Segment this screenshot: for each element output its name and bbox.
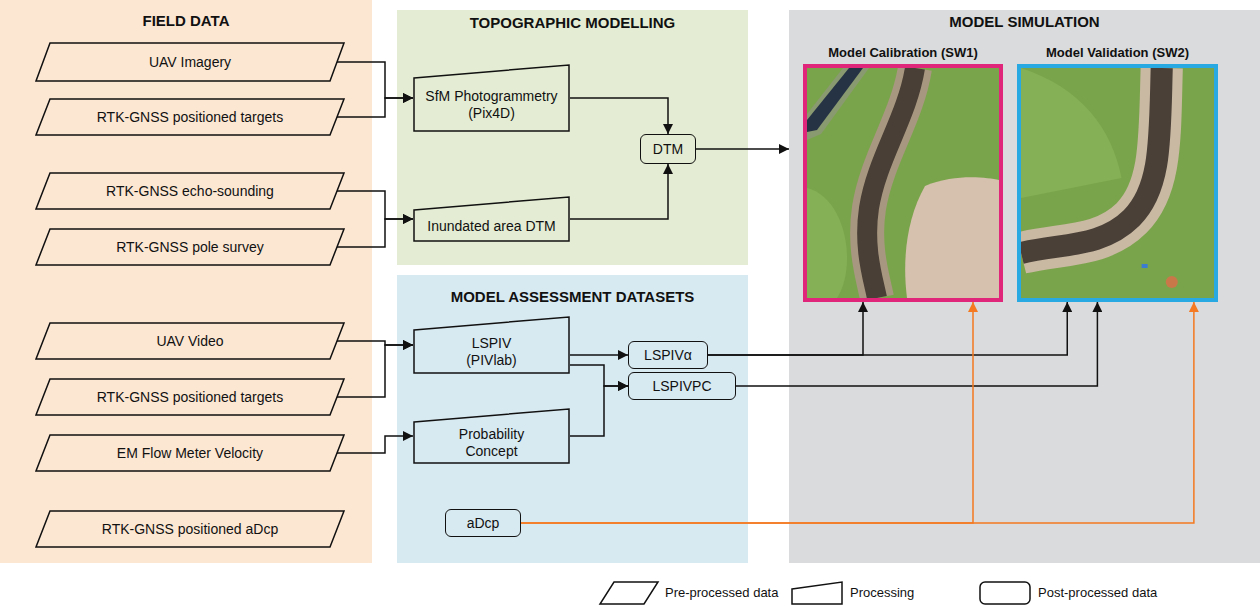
legend-label: Pre-processed data bbox=[665, 584, 778, 602]
gravel-bar bbox=[905, 177, 999, 298]
input-data-box: RTK-GNSS echo-sounding bbox=[35, 172, 345, 210]
shape-outline bbox=[36, 99, 344, 135]
processing-box: Inundated area DTM bbox=[413, 196, 570, 242]
site-image: Model Validation (SW2) bbox=[1017, 44, 1218, 302]
box-label: aDcp bbox=[467, 515, 500, 532]
trapezoid-symbol bbox=[792, 582, 842, 604]
legend-label: Post-processed data bbox=[1038, 584, 1157, 602]
output-data-box: LSPIVPC bbox=[628, 372, 736, 400]
box-label: LSPIV (PIVlab) bbox=[452, 335, 532, 369]
site-image: Model Calibration (SW1) bbox=[803, 44, 1003, 302]
box-label: Probability Concept bbox=[437, 426, 547, 460]
grass bbox=[807, 68, 999, 298]
channel-bank bbox=[807, 68, 869, 140]
equipment bbox=[1142, 264, 1148, 268]
section-panel: LSPIV (PIVlab) LSPIVαLSPIVPC Probability C… bbox=[397, 275, 748, 563]
box-label: RTK-GNSS echo-sounding bbox=[106, 183, 274, 200]
river bbox=[867, 68, 915, 298]
shape-outline bbox=[36, 323, 344, 359]
marker-target bbox=[1166, 276, 1178, 288]
shape-outline bbox=[414, 317, 569, 373]
box-label: LSPIVPC bbox=[652, 378, 711, 395]
aerial-photo bbox=[807, 68, 999, 298]
river-bank bbox=[867, 68, 915, 298]
panel-title: TOPOGRAPHIC MODELLING bbox=[397, 14, 748, 32]
legend-label: Processing bbox=[850, 584, 914, 602]
connector bbox=[696, 148, 789, 150]
grass bbox=[807, 188, 847, 298]
box-label: EM Flow Meter Velocity bbox=[117, 445, 263, 462]
output-data-box: aDcp bbox=[445, 509, 521, 537]
shape-outline bbox=[36, 435, 344, 471]
image-frame bbox=[803, 64, 1003, 302]
input-data-box: RTK-GNSS pole survey bbox=[35, 228, 345, 266]
section-panel: SfM Photogrammetry (Pix4D) Inundated area… bbox=[397, 10, 748, 265]
processing-box: Probability Concept bbox=[413, 408, 570, 464]
panel-title: MODEL SIMULATION bbox=[789, 13, 1260, 31]
aerial-photo bbox=[1021, 68, 1214, 298]
box-label: RTK-GNSS pole survey bbox=[116, 239, 264, 256]
box-label: DTM bbox=[653, 141, 683, 158]
shape-outline bbox=[36, 173, 344, 209]
input-data-box: RTK-GNSS positioned targets bbox=[35, 378, 345, 416]
river-bank bbox=[1021, 68, 1162, 253]
connector bbox=[570, 354, 628, 356]
channel bbox=[807, 68, 863, 132]
grass bbox=[1021, 68, 1214, 298]
processing-box: LSPIV (PIVlab) bbox=[413, 316, 570, 374]
box-label: Inundated area DTM bbox=[427, 218, 555, 235]
section-panel: Model Calibration (SW1) Model Validation… bbox=[789, 10, 1260, 563]
parallelogram-symbol bbox=[600, 582, 658, 604]
box-label: RTK-GNSS positioned aDcp bbox=[102, 521, 278, 538]
panel-title: FIELD DATA bbox=[0, 12, 372, 30]
image-heading: Model Validation (SW2) bbox=[1017, 44, 1218, 62]
input-data-box: UAV Imagery bbox=[35, 42, 345, 82]
image-frame bbox=[1017, 64, 1218, 302]
input-data-box: UAV Video bbox=[35, 322, 345, 360]
panel-title: MODEL ASSESSMENT DATASETS bbox=[397, 288, 748, 306]
image-heading: Model Calibration (SW1) bbox=[803, 44, 1003, 62]
input-data-box: RTK-GNSS positioned targets bbox=[35, 98, 345, 136]
box-label: RTK-GNSS positioned targets bbox=[97, 109, 284, 126]
shape-outline bbox=[414, 197, 569, 241]
box-label: RTK-GNSS positioned targets bbox=[97, 389, 284, 406]
box-label: LSPIVα bbox=[644, 347, 692, 364]
shape-outline bbox=[36, 379, 344, 415]
shape-outline bbox=[36, 229, 344, 265]
shape-outline bbox=[414, 409, 569, 463]
input-data-box: RTK-GNSS positioned aDcp bbox=[35, 510, 345, 548]
box-label: UAV Imagery bbox=[149, 54, 231, 71]
grass bbox=[1021, 68, 1122, 198]
shape-outline bbox=[36, 511, 344, 547]
section-panel: UAV ImageryRTK-GNSS positioned targetsRT… bbox=[0, 0, 372, 563]
box-label: SfM Photogrammetry (Pix4D) bbox=[419, 88, 564, 122]
input-data-box: EM Flow Meter Velocity bbox=[35, 434, 345, 472]
rounded-box-symbol bbox=[980, 582, 1030, 604]
processing-box: SfM Photogrammetry (Pix4D) bbox=[413, 64, 570, 132]
shape-outline bbox=[414, 65, 569, 131]
box-label: UAV Video bbox=[156, 333, 223, 350]
shape-outline bbox=[36, 43, 344, 81]
river bbox=[1021, 68, 1162, 253]
output-data-box: DTM bbox=[640, 134, 696, 164]
output-data-box: LSPIVα bbox=[628, 341, 708, 369]
